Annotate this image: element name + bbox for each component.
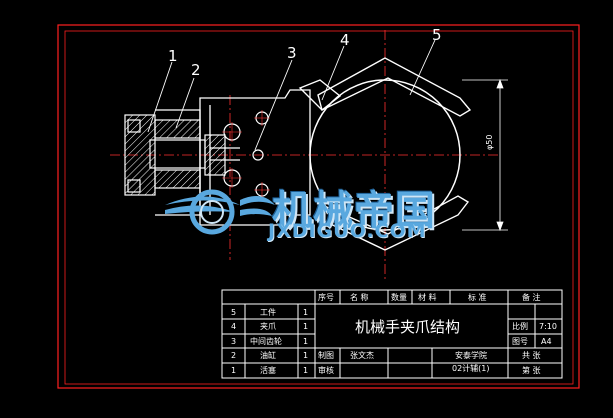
inner-border <box>64 30 574 385</box>
claw-lower <box>317 195 470 251</box>
callout-1: 1 <box>168 47 178 65</box>
cylinder-section <box>124 114 240 196</box>
drawn-label: 制图 <box>318 351 334 360</box>
header-qty: 数量 <box>391 293 407 302</box>
gear-hole-marks <box>222 110 270 198</box>
gear-holes <box>223 111 269 197</box>
claw-upper <box>298 57 472 117</box>
callout-2: 2 <box>191 61 201 79</box>
callout-4: 4 <box>340 31 350 49</box>
class-name: 02计辅(1) <box>452 364 490 373</box>
part-row-2-name: 油缸 <box>260 351 276 360</box>
drawing-title: 机械手夹爪结构 <box>355 318 461 336</box>
watermark-emblem <box>165 189 275 235</box>
part-row-2-qty: 1 <box>303 351 309 360</box>
watermark-chinese: 机械帝国 <box>272 188 436 234</box>
leader-lines <box>147 39 436 151</box>
drawn-by: 张文杰 <box>350 351 374 360</box>
header-standard: 标 准 <box>468 293 487 302</box>
reviewed-label: 审核 <box>318 366 334 375</box>
header-remarks: 备 注 <box>522 293 541 302</box>
header-name: 名 称 <box>350 293 369 302</box>
drawing-no-value: A4 <box>541 337 552 346</box>
sheet-number: 第 张 <box>522 366 541 375</box>
part-row-1-name: 活塞 <box>260 366 276 375</box>
part-row-4-qty: 1 <box>303 322 309 331</box>
part-row-3-name: 中间齿轮 <box>250 337 282 346</box>
callout-3: 3 <box>287 44 297 62</box>
part-row-3-no: 3 <box>231 337 237 346</box>
dimension-phi <box>462 78 508 232</box>
total-sheets: 共 张 <box>522 351 541 360</box>
watermark-english: JXDIGUO.COM <box>268 220 427 242</box>
part-row-3-qty: 1 <box>303 337 309 346</box>
part-row-4-no: 4 <box>231 322 237 331</box>
callout-5: 5 <box>432 26 442 44</box>
part-row-1-no: 1 <box>231 366 237 375</box>
title-block-grid <box>221 289 563 379</box>
part-row-5-name: 工件 <box>260 308 276 317</box>
drawing-border <box>57 24 580 389</box>
drawing-no-label: 图号 <box>512 337 528 346</box>
school-name: 安泰学院 <box>455 351 487 360</box>
scale-value: 7:10 <box>539 322 557 331</box>
part-row-5-qty: 1 <box>303 308 309 317</box>
part-row-5-no: 5 <box>231 308 237 317</box>
part-row-4-name: 夹爪 <box>260 322 276 331</box>
dimension-label: φ50 <box>485 134 494 150</box>
center-lines <box>110 30 500 280</box>
header-seq: 序号 <box>318 293 334 302</box>
part-row-2-no: 2 <box>231 351 237 360</box>
header-material: 材 料 <box>418 293 437 302</box>
part-row-1-qty: 1 <box>303 366 309 375</box>
scale-label: 比例 <box>512 322 528 331</box>
